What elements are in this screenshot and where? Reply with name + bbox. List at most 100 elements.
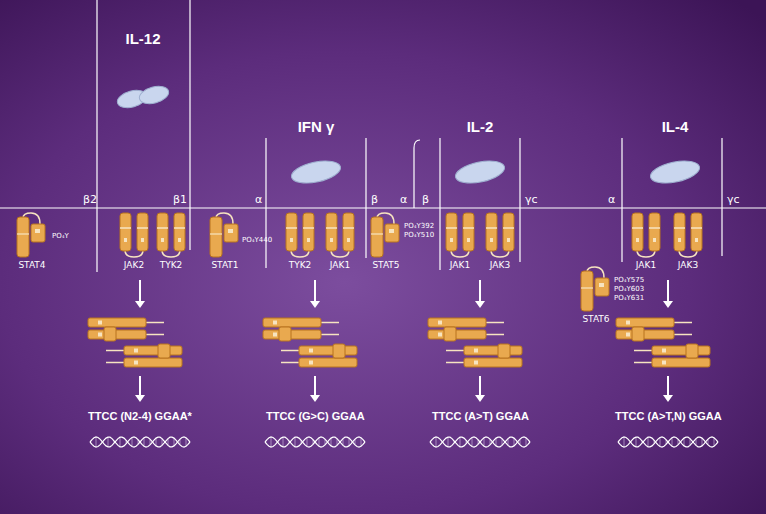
stat-dimer-bar [88, 330, 146, 339]
kinase-lobe [343, 213, 354, 251]
dna-rung [484, 438, 485, 446]
jak-kinase-shape [119, 212, 149, 258]
stat-protein: STAT1 [209, 212, 241, 271]
stat-tail [106, 350, 124, 352]
dna-rung [472, 437, 473, 446]
stat-protein: STAT4 [16, 212, 48, 271]
stat-dimer-bar [652, 358, 710, 367]
arrow-head [663, 395, 673, 402]
dna-rung [271, 437, 272, 447]
stat-tail [484, 334, 504, 336]
stat-dimer-bar [124, 358, 182, 367]
receptor-chain [265, 138, 266, 268]
stat-tail [634, 350, 652, 352]
jak-kinase: TYK2 [285, 212, 315, 271]
dna-rung [436, 437, 437, 447]
kinase-mark [124, 238, 127, 242]
chain-name: β1 [173, 193, 187, 206]
stat-tail [144, 334, 164, 336]
flow-arrow [479, 280, 481, 302]
jak-kinase: JAK3 [485, 212, 515, 271]
sequence-motif: TTCC (A>T) GGAA [432, 410, 529, 423]
stat-dimer-bar [428, 318, 486, 327]
stat-mark [134, 349, 138, 353]
kinase-lobe [303, 213, 314, 251]
arrow-head [310, 301, 320, 308]
stat-sh2 [444, 327, 456, 341]
kinase-notch [674, 227, 685, 229]
kinase-mark [636, 238, 639, 242]
flow-arrow [139, 280, 141, 302]
phospho-site: PO₄Y603 [614, 285, 644, 294]
dna-strand [618, 437, 718, 447]
dna-rung [624, 437, 625, 447]
kinase-lobe [463, 213, 474, 251]
chain-name: α [255, 193, 262, 206]
kinase-mark [490, 238, 493, 242]
stat-mark [662, 361, 666, 365]
dna-rung [144, 438, 145, 446]
cytokine: IL-4 [647, 118, 703, 186]
stat-mark [438, 333, 442, 337]
stat-protein-shape [209, 212, 241, 258]
kinase-notch [137, 227, 148, 229]
protein-name: JAK2 [119, 260, 149, 271]
protein-name: TYK2 [285, 260, 315, 271]
jak-kinase-shape [631, 212, 661, 258]
stat-sh2 [595, 278, 609, 296]
kinase-lobe [446, 213, 457, 251]
kinase-mark [678, 238, 681, 242]
dna-strand [90, 437, 190, 447]
cytokine: IL-2 [452, 118, 508, 186]
dna-rung [448, 437, 449, 447]
stat-dimer-bar [616, 318, 674, 327]
chain-name: γc [727, 193, 740, 206]
phospho-site: PO₄Y631 [614, 294, 644, 303]
stat-sh2 [632, 327, 644, 341]
jak-kinase-shape [445, 212, 475, 258]
cytokine-name: IFN γ [288, 118, 344, 136]
stat-sh2 [158, 344, 170, 358]
stat-protein: STAT5 [370, 212, 402, 271]
dna-strand [430, 437, 530, 447]
cytokine-shape [112, 82, 174, 112]
kinase-lobe [632, 213, 643, 251]
kinase-notch [446, 227, 457, 229]
kinase-lobe [674, 213, 685, 251]
receptor-chain [721, 138, 722, 256]
flow-arrow [139, 376, 141, 396]
stat-body [371, 217, 383, 257]
stat-tail [672, 334, 692, 336]
dna-rung [132, 437, 133, 446]
jak-kinase: JAK1 [631, 212, 661, 271]
stat-notch [371, 233, 383, 234]
stat-notch [581, 287, 593, 288]
cytokine-ellipse [453, 158, 506, 186]
flow-arrow [314, 280, 316, 302]
protein-name: JAK1 [325, 260, 355, 271]
stat-tail [484, 322, 504, 324]
phospho-site: PO₄Y575 [614, 276, 644, 285]
kinase-mark [695, 238, 698, 242]
kinase-notch [486, 227, 497, 229]
kinase-mark [507, 238, 510, 242]
stat-mark [98, 321, 102, 325]
receptor-chain [96, 0, 97, 272]
arrow-head [135, 395, 145, 402]
cytokine-shape [647, 158, 703, 186]
stat-sh2 [31, 224, 45, 242]
protein-name: JAK1 [631, 260, 661, 271]
stat-sh2 [224, 224, 238, 242]
stat-sh2 [104, 327, 116, 341]
receptor-chain [189, 0, 190, 250]
stat-mark [626, 333, 630, 337]
cytokine-name: IL-2 [452, 118, 508, 136]
stat-sh2 [279, 327, 291, 341]
kinase-mark [467, 238, 470, 242]
cytokine-name: IL-4 [647, 118, 703, 136]
jak-kinase: JAK3 [673, 212, 703, 271]
cytokine-shape [452, 158, 508, 186]
jak-kinase: TYK2 [156, 212, 186, 271]
kinase-mark [141, 238, 144, 242]
kinase-notch [649, 227, 660, 229]
